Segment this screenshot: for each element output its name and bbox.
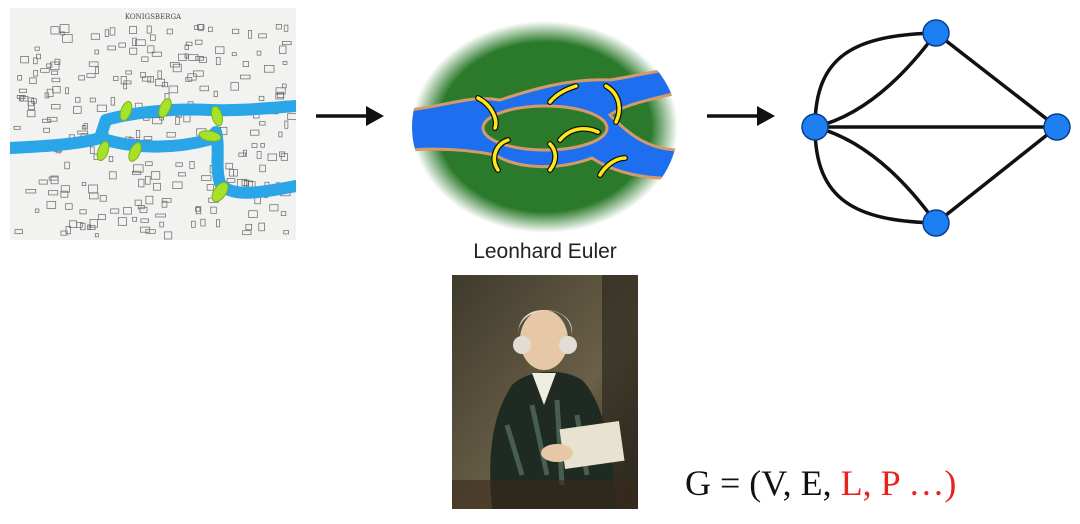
- graph-edge: [814, 31, 938, 129]
- formula-prefix: G = (V, E,: [685, 463, 841, 503]
- formula-suffix: ): [944, 463, 957, 503]
- formula-highlight: L, P …: [840, 463, 945, 503]
- graph-edge: [813, 31, 937, 128]
- island: [481, 104, 609, 152]
- map-river: [10, 100, 296, 199]
- graph-edges: [813, 31, 1059, 225]
- map-bridges: [96, 98, 229, 203]
- euler-portrait-image: [452, 275, 638, 509]
- graph-edge: [814, 125, 938, 225]
- graph-formula: G = (V, E, L, P …): [685, 462, 956, 504]
- right-arrow-icon: [707, 106, 775, 126]
- bridge-graph: [801, 19, 1071, 237]
- graph-edge: [934, 31, 1059, 129]
- graph-vertex: [1043, 113, 1071, 141]
- graph-vertices: [801, 19, 1071, 237]
- abstract-bridges-diagram: [412, 21, 678, 233]
- graph-vertex: [922, 19, 950, 47]
- right-arrow-icon: [316, 106, 384, 126]
- map-title: KONIGSBERGA: [125, 13, 182, 21]
- abstract-bridges-fill: [476, 84, 627, 177]
- graph-vertex: [922, 209, 950, 237]
- graph-edge: [934, 125, 1059, 225]
- graph-edge: [813, 126, 937, 225]
- konigsberg-map-image: KONIGSBERGA: [10, 8, 296, 240]
- euler-caption: Leonhard Euler: [473, 240, 617, 263]
- graph-vertex: [801, 113, 829, 141]
